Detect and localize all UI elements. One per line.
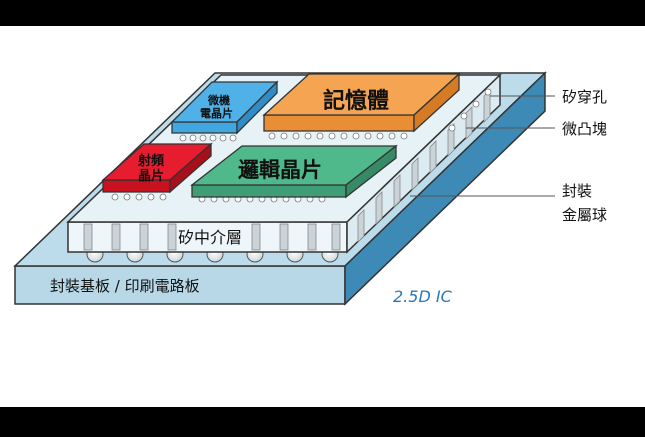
diagram-frame: 封裝基板 / 印刷電路板 矽中介層 xyxy=(0,26,645,407)
ic-diagram: 封裝基板 / 印刷電路板 矽中介層 xyxy=(13,71,607,306)
chip-logic: 邏輯晶片 xyxy=(190,144,398,199)
chip-memory-label: 記憶體 xyxy=(323,88,389,114)
diagram-caption: 2.5D IC xyxy=(393,287,453,306)
through-silicon-vias xyxy=(83,89,491,251)
callout-lines xyxy=(410,95,555,197)
callout-microbump: 微凸塊 xyxy=(562,120,607,138)
chip-logic-label: 邏輯晶片 xyxy=(238,158,322,182)
callout-solder-ball-line2: 金屬球 xyxy=(562,206,607,224)
chip-rf-label-line2: 晶片 xyxy=(138,168,164,184)
chip-rf: 射頻 晶片 xyxy=(101,142,213,194)
chip-micro-label-line2: 電晶片 xyxy=(200,106,233,120)
callout-tsv: 矽穿孔 xyxy=(562,88,607,106)
callout-solder-ball-line1: 封裝 xyxy=(562,182,592,200)
chip-micro-label-line1: 微機 xyxy=(207,93,230,107)
interposer-label: 矽中介層 xyxy=(178,228,242,247)
chip-micro: 微機 電晶片 xyxy=(170,80,279,135)
chip-memory: 記憶體 xyxy=(262,72,461,133)
substrate-label: 封裝基板 / 印刷電路板 xyxy=(50,277,200,295)
chip-rf-label-line1: 射頻 xyxy=(137,153,164,169)
